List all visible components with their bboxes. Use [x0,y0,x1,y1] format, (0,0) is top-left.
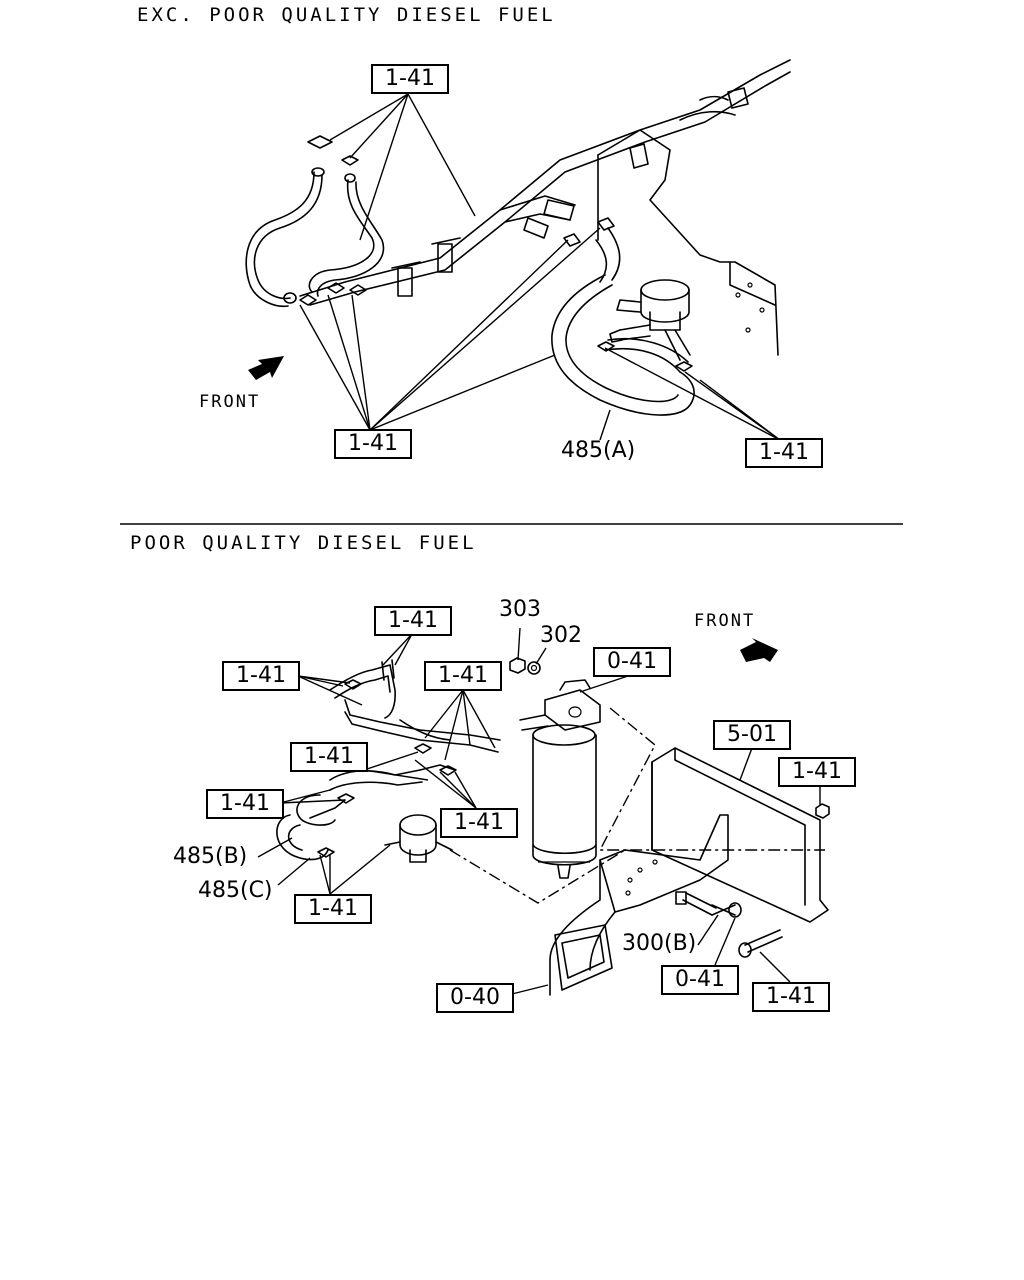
front-arrow-icon [248,356,284,380]
assembly-outline [449,707,825,904]
section-heading-top: EXC. POOR QUALITY DIESEL FUEL [137,4,556,26]
ref-box-bottom-r9: 1-41 [752,982,830,1012]
ref-box-bottom-g3: 0-40 [436,983,514,1013]
ref-box-top-c: 1-41 [745,438,823,468]
part-label-302: 302 [540,623,582,648]
ref-box-bottom-r5: 1-41 [206,789,284,819]
ref-box-bottom-r2: 1-41 [222,661,300,691]
ref-box-bottom-r7: 1-41 [294,894,372,924]
bottom-leader-lines [257,627,821,995]
part-label-485a: 485(A) [561,438,636,463]
top-leader-lines [299,93,781,441]
ref-box-bottom-r8: 1-41 [778,757,856,787]
ref-box-bottom-r1: 1-41 [374,606,452,636]
top-fuel-lines [245,59,791,416]
ref-box-bottom-g2: 0-41 [661,965,739,995]
part-label-300b: 300(B) [622,931,697,956]
ref-box-bottom-c1: 5-01 [713,720,791,750]
ref-box-bottom-r6: 1-41 [440,808,518,838]
part-label-485c: 485(C) [198,878,273,903]
part-label-485b: 485(B) [173,844,248,869]
front-label-bottom: FRONT [694,611,756,631]
ref-box-bottom-r3: 1-41 [424,661,502,691]
bottom-fuel-lines [276,657,830,996]
front-arrow-icon-bottom [740,638,778,662]
ref-box-top-a: 1-41 [371,64,449,94]
ref-box-top-b: 1-41 [334,429,412,459]
ref-box-bottom-r4: 1-41 [290,742,368,772]
section-heading-bottom: POOR QUALITY DIESEL FUEL [130,532,477,554]
ref-box-bottom-g1: 0-41 [593,647,671,677]
front-label-top: FRONT [199,392,261,412]
part-label-303: 303 [499,597,541,622]
